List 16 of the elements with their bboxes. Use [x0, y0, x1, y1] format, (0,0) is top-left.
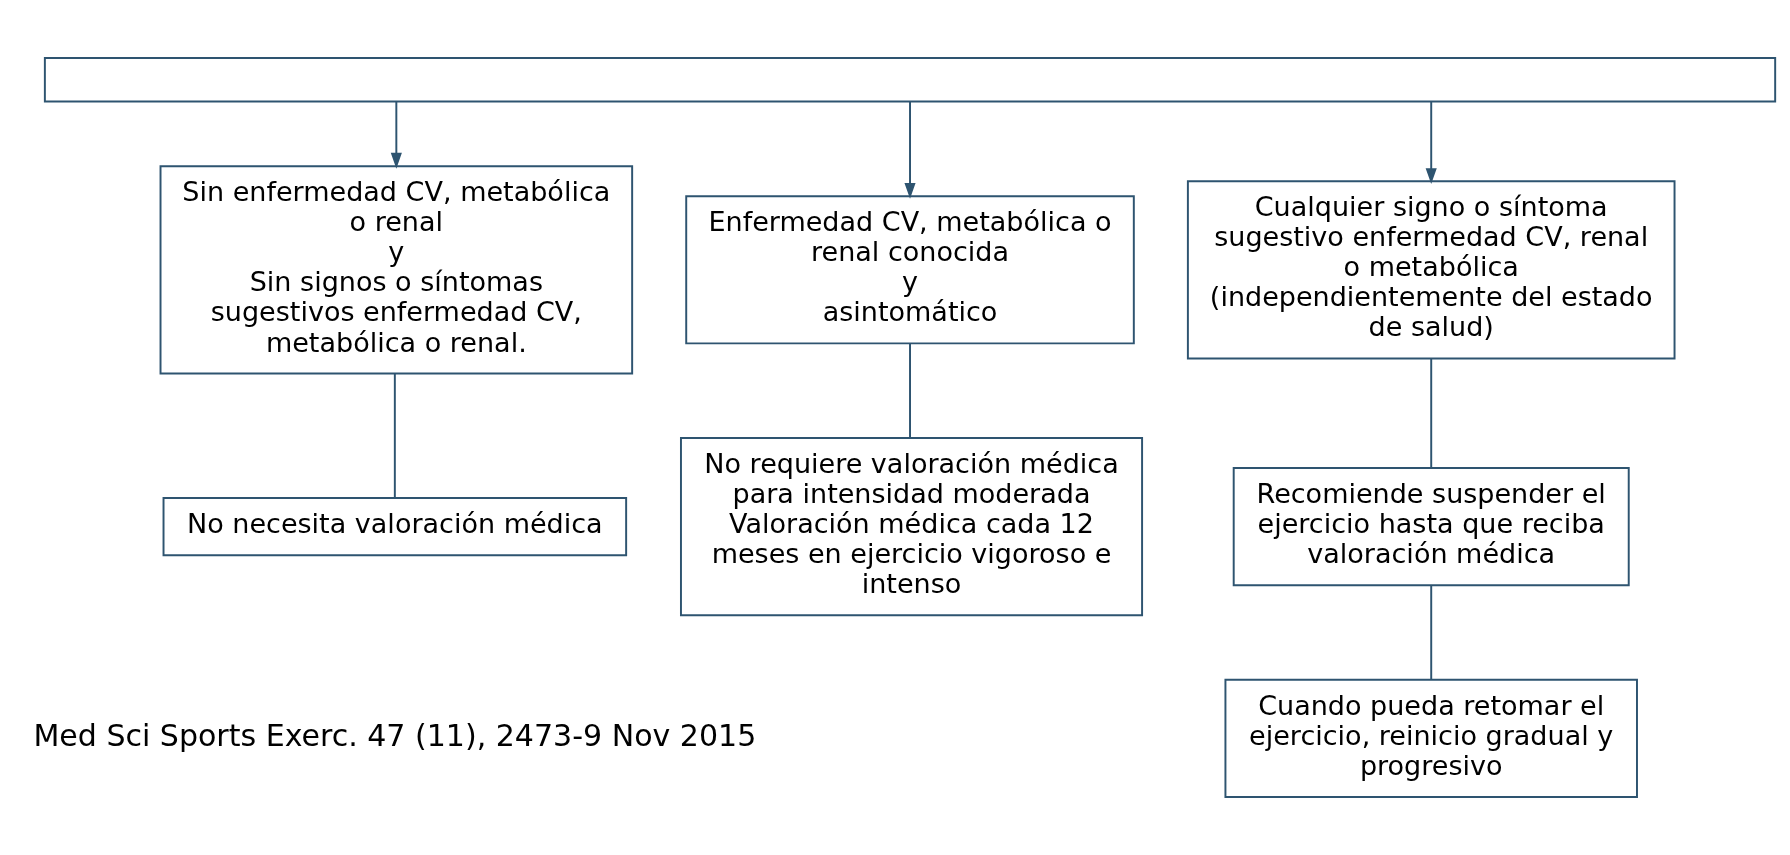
node-box: Enfermedad CV, metabólica o renal conocida y asintomático	[685, 195, 1135, 345]
connector	[1430, 584, 1433, 681]
node-box: No requiere valoración médica para intensidad moderada Valoración médica cada 12 meses en ejercicio vigoroso e intenso	[680, 437, 1144, 617]
connector	[393, 372, 396, 499]
arrow	[1425, 100, 1437, 185]
node-box: Cualquier signo o síntoma sugestivo enfermedad CV, renal o metabólica (independientemente del estado de salud)	[1186, 180, 1676, 360]
node-box: Recomiende suspender el ejercicio hasta que reciba valoración médica	[1232, 467, 1630, 587]
node-box: Cuando pueda retomar el ejercicio, reinicio gradual y progresivo	[1224, 678, 1638, 798]
connector	[1430, 357, 1433, 469]
arrow	[390, 100, 402, 169]
node-box	[43, 57, 1777, 103]
connector	[909, 342, 911, 439]
arrow	[904, 100, 916, 199]
node-box: Sin enfermedad CV, metabólica o renal y Sin signos o síntomas sugestivos enfermedad CV, metabólica o renal.	[159, 165, 634, 375]
label: Med Sci Sports Exerc. 47 (11), 2473-9 Nov 2015	[33, 717, 757, 753]
node-box: No necesita valoración médica	[162, 497, 628, 557]
